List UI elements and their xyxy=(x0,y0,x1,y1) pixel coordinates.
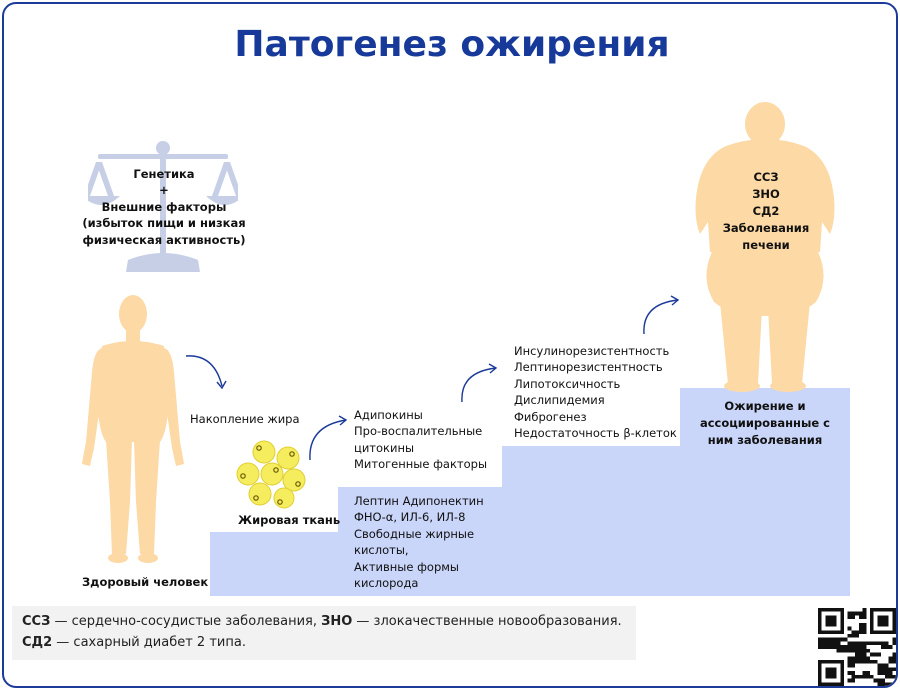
step4-label: Ожирение и ассоциированные с ним заболев… xyxy=(680,398,850,449)
arrow-to-obese xyxy=(643,295,680,335)
factors-line-1: Генетика xyxy=(133,167,195,181)
adipose-label: Жировая ткань xyxy=(238,513,341,527)
step3-item-6: Недостаточность β-клеток xyxy=(514,426,677,441)
step3-item-5: Фиброгенез xyxy=(514,409,587,424)
disease-4: Заболевания xyxy=(722,221,810,235)
obese-person-icon xyxy=(695,102,835,392)
arrow-to-step3 xyxy=(461,363,498,403)
step2-bottom-5: Активные формы xyxy=(354,559,460,574)
arrow-to-step2 xyxy=(309,415,348,461)
stair-step-2 xyxy=(338,487,502,596)
stair-step-1 xyxy=(210,532,338,596)
legend-abbr-zno: ЗНО xyxy=(321,614,353,629)
legend-abbr-ssz: ССЗ xyxy=(22,614,51,629)
step2-bottom-1: Лептин Адипонектин xyxy=(354,494,484,508)
factors-line-5: физическая активность) xyxy=(82,232,246,247)
page-title: Патогенез ожирения xyxy=(234,24,670,65)
healthy-label: Здоровый человек xyxy=(82,575,209,589)
legend-line-2: СД2 — сахарный диабет 2 типа. xyxy=(22,635,246,650)
step3-item-1: Инсулинорезистентность xyxy=(514,344,670,358)
step4-line-3: ним заболевания xyxy=(707,433,823,447)
step3-item-2: Лептинорезистентность xyxy=(514,360,663,375)
factors-line-3: Внешние факторы xyxy=(101,199,227,214)
step4-line-2: ассоциированные с xyxy=(699,416,830,430)
legend-def-ssz: — сердечно-сосудистые заболевания, xyxy=(50,614,322,629)
step2-top-1: Адипокины xyxy=(354,408,423,422)
arrow-to-accumulation xyxy=(185,355,227,390)
legend-line-1: ССЗ — сердечно-сосудистые заболевания, З… xyxy=(22,614,622,629)
abbreviation-legend: ССЗ — сердечно-сосудистые заболевания, З… xyxy=(12,606,636,660)
factors-line-2: + xyxy=(159,183,169,198)
qr-code-icon[interactable] xyxy=(818,608,896,686)
step3-list: Инсулинорезистентность Лептинорезистентн… xyxy=(514,343,677,441)
step2-bottom-2: ФНО-α, ИЛ-6, ИЛ-8 xyxy=(354,510,466,525)
step2-top-2: Про-воспалительные xyxy=(354,424,483,439)
step3-item-4: Дислипидемия xyxy=(514,393,605,408)
fat-cells-icon xyxy=(236,440,306,509)
legend-def-zno: — злокачественные новообразования. xyxy=(352,614,622,629)
step2-bottom-6: кислорода xyxy=(354,576,419,591)
healthy-person-icon xyxy=(82,295,184,563)
step2-top-4: Митогенные факторы xyxy=(354,457,488,472)
step3-item-3: Липотоксичность xyxy=(514,376,621,391)
step2-top-3: цитокины xyxy=(354,440,415,455)
step2-top-list: Адипокины Про-воспалительные цитокины Ми… xyxy=(354,407,487,473)
legend-abbr-sd2: СД2 xyxy=(22,635,53,650)
step2-bottom-list: Лептин Адипонектин ФНО-α, ИЛ-6, ИЛ-8 Сво… xyxy=(354,493,484,591)
accumulation-label: Накопление жира xyxy=(190,412,300,426)
factors-text: Генетика + Внешние факторы (избыток пищи… xyxy=(64,166,264,248)
disease-2: ЗНО xyxy=(752,187,780,201)
disease-5: печени xyxy=(742,238,790,252)
step2-bottom-3: Свободные жирные xyxy=(354,526,475,541)
legend-def-sd2: — сахарный диабет 2 типа. xyxy=(52,635,246,650)
factors-line-4: (избыток пищи и низкая xyxy=(82,216,246,231)
disease-3: СД2 xyxy=(752,204,780,218)
disease-1: ССЗ xyxy=(753,170,779,184)
step4-line-1: Ожирение и xyxy=(724,399,806,413)
obese-diseases: ССЗ ЗНО СД2 Заболевания печени xyxy=(706,169,826,254)
stair-step-4 xyxy=(680,388,850,596)
scales-icon xyxy=(88,141,238,272)
step2-bottom-4: кислоты, xyxy=(354,543,409,558)
stair-step-3 xyxy=(502,446,680,596)
